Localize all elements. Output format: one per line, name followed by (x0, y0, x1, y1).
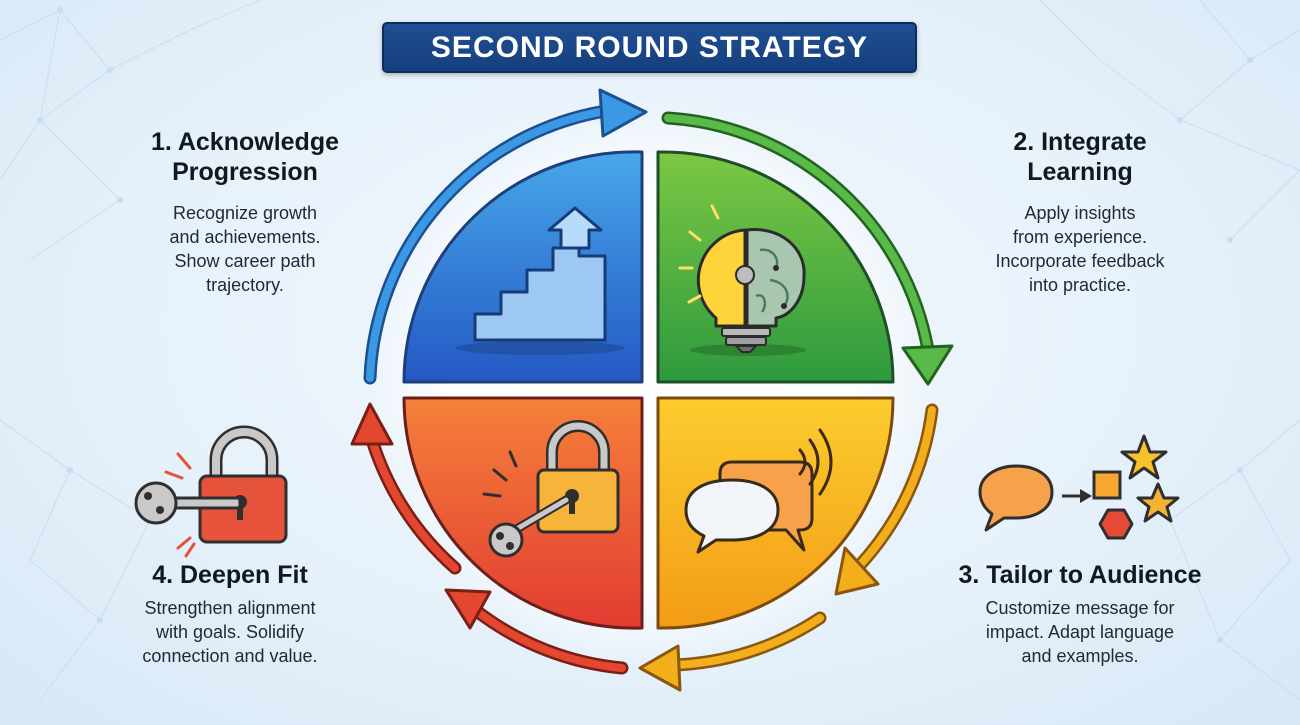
step-1-description: Recognize growth and achievements. Show … (169, 203, 321, 295)
side-speech-shapes-icon (978, 434, 1180, 540)
rising-stairs-arrow-icon (455, 206, 625, 355)
step-integrate-learning: 2. Integrate Learning Apply insights fro… (930, 127, 1230, 297)
side-key-padlock-icon (134, 425, 288, 558)
step-4-title: 4. Deepen Fit (152, 561, 308, 589)
step-2-description: Apply insights from experience. Incorpor… (995, 203, 1165, 295)
arrowhead-red-left (350, 402, 394, 446)
arrowhead-red-bottom (444, 588, 492, 630)
step-2-title: 2. Integrate Learning (1013, 128, 1147, 186)
step-acknowledge-progression: 1. Acknowledge Progression Recognize gro… (95, 127, 395, 297)
arrowhead-yellow-bottom (638, 644, 682, 692)
step-3-title: 3. Tailor to Audience (958, 561, 1202, 589)
key-padlock-icon (482, 420, 620, 558)
speech-bubbles-icon (684, 428, 833, 554)
title-banner: SECOND ROUND STRATEGY (382, 22, 917, 73)
arrowhead-green (901, 344, 954, 386)
step-3-description: Customize message for impact. Adapt lang… (985, 598, 1175, 666)
lightbulb-brain-icon (678, 204, 806, 356)
quadrant-deepen (402, 396, 644, 630)
step-1-title: 1. Acknowledge Progression (150, 128, 339, 186)
step-4-description: Strengthen alignment with goals. Solidif… (142, 598, 318, 666)
step-tailor-to-audience: 3. Tailor to Audience Customize message … (930, 560, 1230, 668)
diagram-title: SECOND ROUND STRATEGY (430, 30, 869, 64)
arrowhead-yellow-right (834, 546, 880, 596)
arrowhead-blue (598, 88, 648, 138)
step-deepen-fit: 4. Deepen Fit Strengthen alignment with … (80, 560, 380, 668)
